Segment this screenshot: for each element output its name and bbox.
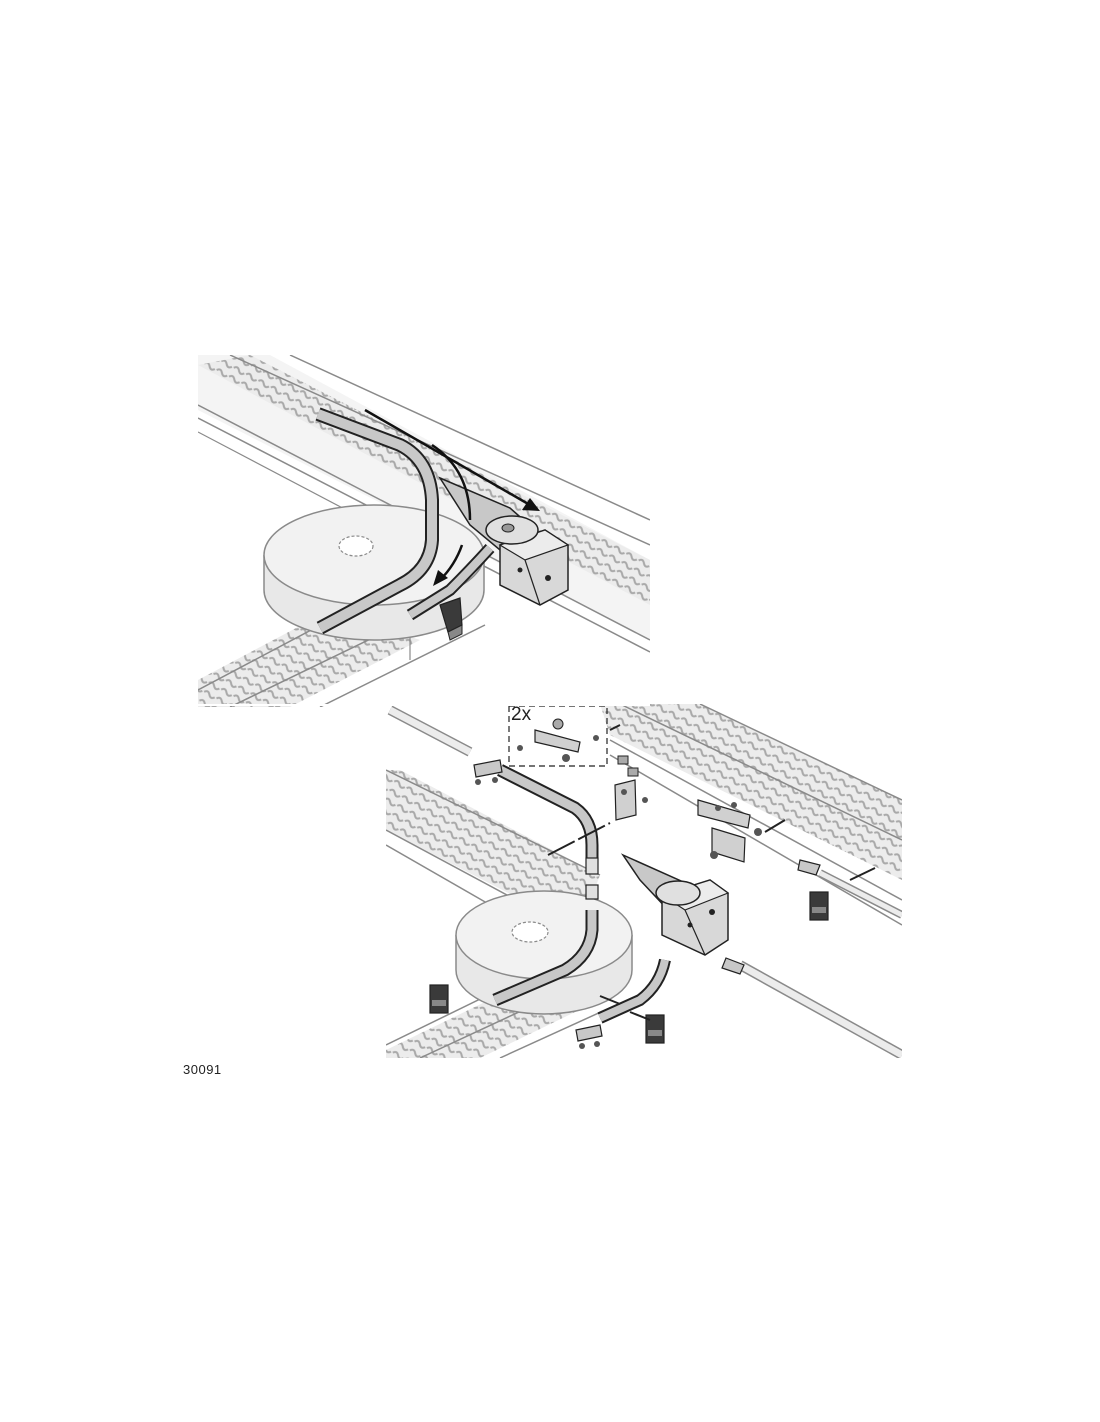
rail-connector xyxy=(585,884,599,900)
mounting-plate-right xyxy=(697,799,762,863)
assembled-view xyxy=(198,355,650,707)
detail-callout-box xyxy=(508,705,608,767)
exploded-main-track xyxy=(600,704,902,926)
diverted-flow-arrow xyxy=(431,443,472,586)
exploded-view xyxy=(386,704,902,1058)
switch-drive-unit xyxy=(485,515,570,606)
straight-guide-rail-right xyxy=(737,869,902,1058)
exploded-drive-unit xyxy=(655,879,730,956)
rail-clamp-bottom xyxy=(575,1024,603,1049)
support-bracket-left xyxy=(429,984,449,1014)
support-bracket-right xyxy=(809,891,829,921)
straight-guide-rail-left xyxy=(387,705,473,757)
assembly-guide-lines xyxy=(547,724,876,1021)
exploded-curve-wheel xyxy=(455,890,633,1015)
quantity-label: 2x xyxy=(511,704,532,725)
rail-support-bracket xyxy=(439,597,463,641)
rail-clamp-right xyxy=(721,859,821,975)
rail-clamp-left xyxy=(473,759,503,785)
figure-number: 30091 xyxy=(183,1062,222,1077)
support-bracket-bottom xyxy=(645,1014,665,1044)
mounting-plate-center xyxy=(614,755,648,821)
